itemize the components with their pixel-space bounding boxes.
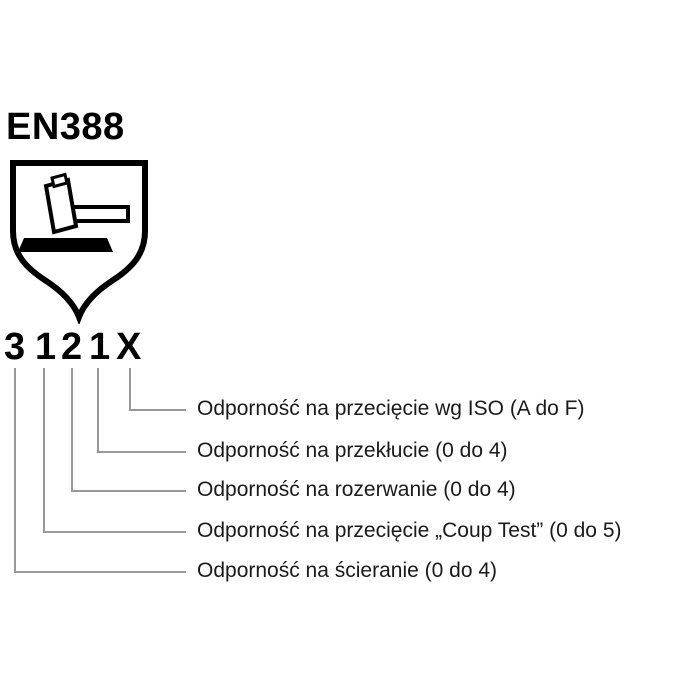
label-puncture-resistance: Odporność na przekłucie (0 do 4) (197, 439, 508, 462)
connector-line-abrasion (14, 368, 186, 573)
connector-line-cut-iso (129, 368, 186, 411)
connector-line-cut-coup (43, 368, 186, 533)
label-abrasion-resistance: Odporność na ścieranie (0 do 4) (197, 559, 497, 582)
connector-line-tear (71, 368, 186, 492)
label-cut-resistance-coup-test: Odporność na przecięcie „Coup Test” (0 d… (197, 519, 622, 542)
rating-digit-puncture: 1 (89, 326, 111, 368)
label-tear-resistance: Odporność na rozerwanie (0 do 4) (197, 478, 516, 501)
rating-digit-cut-iso: X (116, 326, 142, 368)
label-cut-resistance-iso: Odporność na przecięcie wg ISO (A do F) (197, 397, 585, 420)
rating-digit-abrasion: 3 (4, 326, 26, 368)
connector-line-puncture (97, 368, 186, 453)
hammer-head-top-icon (50, 172, 69, 189)
rating-digit-tear: 2 (61, 326, 83, 368)
abrasion-surface-bar (18, 238, 113, 252)
rating-digit-cut-coup: 1 (35, 326, 57, 368)
en388-shield-hammer-icon (10, 160, 148, 324)
standard-title: EN388 (6, 106, 125, 148)
